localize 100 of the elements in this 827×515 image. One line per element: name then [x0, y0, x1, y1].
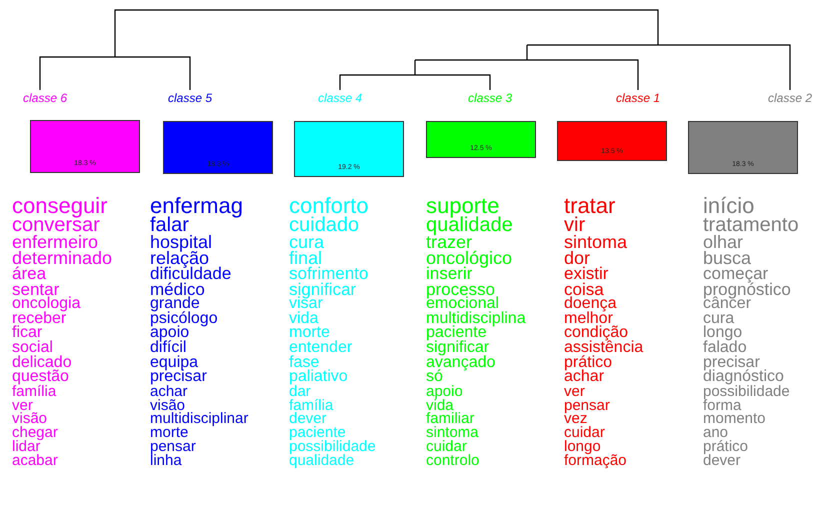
class-label: classe 1: [616, 91, 660, 105]
word-label: enfermag: [150, 195, 243, 217]
word-label: morte: [289, 325, 330, 342]
word-label: multidisciplina: [426, 310, 526, 327]
word-label: visar: [289, 296, 323, 312]
word-label: cura: [289, 232, 324, 251]
word-label: dever: [289, 411, 327, 426]
word-label: pensar: [150, 438, 196, 454]
word-label: busca: [703, 249, 752, 267]
word-label: sintoma: [564, 232, 628, 251]
word-label: hospital: [150, 232, 212, 251]
word-label: conseguir: [12, 195, 108, 217]
word-label: entender: [289, 340, 352, 356]
word-label: determinado: [12, 249, 112, 267]
class-label: classe 5: [168, 91, 212, 105]
word-label: dar: [289, 384, 311, 399]
word-label: sofrimento: [289, 265, 368, 282]
word-label: doença: [564, 296, 616, 312]
word-label: vida: [289, 310, 318, 327]
word-label: paliativo: [289, 369, 348, 386]
word-label: paciente: [426, 325, 486, 342]
word-label: delicado: [12, 354, 72, 371]
word-label: lidar: [12, 438, 40, 454]
word-label: começar: [703, 265, 768, 282]
word-label: qualidade: [289, 452, 354, 468]
word-label: achar: [564, 369, 604, 386]
word-label: câncer: [703, 296, 752, 312]
word-label: assistência: [564, 340, 644, 356]
word-label: avançado: [426, 354, 496, 371]
word-label: difícil: [150, 340, 186, 356]
word-label: ficar: [12, 325, 42, 342]
word-label: dever: [703, 452, 741, 468]
word-label: formação: [564, 452, 627, 468]
word-label: inserir: [426, 265, 472, 282]
word-label: multidisciplinar: [150, 411, 248, 426]
class-label: classe 4: [318, 91, 362, 105]
word-label: emocional: [426, 296, 499, 312]
word-label: grande: [150, 296, 200, 312]
word-label: longo: [564, 438, 601, 454]
word-label: cura: [703, 310, 734, 327]
word-label: acabar: [12, 452, 58, 468]
class-label: classe 3: [468, 91, 512, 105]
word-label: área: [12, 265, 46, 282]
class-label: classe 6: [22, 91, 68, 105]
word-label: suporte: [426, 195, 500, 217]
word-label: olhar: [703, 232, 744, 251]
word-label: prático: [703, 438, 748, 454]
word-label: significar: [289, 280, 356, 298]
word-label: condição: [564, 325, 628, 342]
word-label: cuidado: [289, 214, 360, 235]
word-label: momento: [703, 411, 766, 426]
word-label: significar: [426, 340, 490, 356]
word-label: familiar: [426, 411, 474, 426]
word-label: sintoma: [426, 425, 479, 440]
word-label: oncológico: [426, 249, 512, 267]
word-label: falado: [703, 340, 747, 356]
word-label: tratamento: [703, 214, 799, 235]
word-label: longo: [703, 325, 742, 342]
class-label: classe 2: [768, 91, 812, 105]
word-label: conforto: [289, 195, 368, 217]
word-label: final: [289, 249, 322, 267]
word-label: psicólogo: [150, 310, 218, 327]
word-label: visão: [12, 411, 48, 426]
word-label: só: [426, 369, 443, 386]
word-label: social: [12, 340, 53, 356]
word-label: ver: [12, 398, 33, 413]
word-label: forma: [703, 398, 742, 413]
word-label: controlo: [426, 452, 480, 468]
word-label: existir: [564, 265, 608, 282]
word-label: prático: [564, 354, 612, 371]
word-label: chegar: [12, 425, 58, 440]
word-label: achar: [150, 384, 188, 399]
word-label: possibilidade: [289, 438, 376, 454]
word-label: pensar: [564, 398, 610, 413]
word-label: ver: [564, 384, 585, 399]
word-label: visão: [150, 398, 186, 413]
word-label: precisar: [703, 354, 760, 371]
word-label: oncologia: [12, 296, 80, 312]
word-label: linha: [150, 452, 182, 468]
word-label: diagnóstico: [703, 369, 784, 386]
word-label: dificuldade: [150, 265, 232, 282]
word-label: cuidar: [564, 425, 605, 440]
word-label: morte: [150, 425, 188, 440]
word-label: início: [703, 195, 754, 217]
word-label: vir: [564, 214, 586, 235]
word-label: apoio: [150, 325, 190, 342]
word-label: possibilidade: [703, 384, 790, 399]
word-label: coisa: [564, 280, 604, 298]
word-label: dor: [564, 249, 590, 267]
word-label: tratar: [564, 195, 616, 217]
word-label: vida: [426, 398, 454, 413]
word-label: paciente: [289, 425, 346, 440]
word-label: processo: [426, 280, 495, 298]
word-label: questão: [12, 369, 69, 386]
word-label: família: [289, 398, 334, 413]
word-label: médico: [150, 280, 205, 298]
word-label: precisar: [150, 369, 207, 386]
word-label: cuidar: [426, 438, 467, 454]
word-label: ano: [703, 425, 728, 440]
word-label: equipa: [150, 354, 198, 371]
